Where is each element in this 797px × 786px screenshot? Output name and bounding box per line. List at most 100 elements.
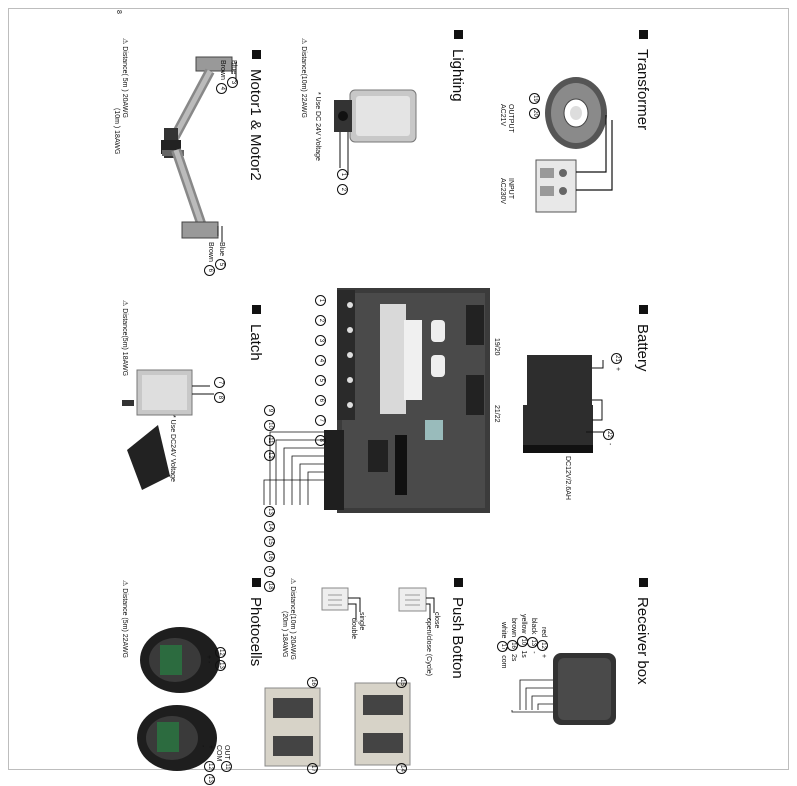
- receiver-wire-yellow: yellow 10 1s: [517, 614, 528, 658]
- board-bottom-terminals: 13 14 15 16 17 18: [264, 505, 275, 593]
- latch-distance: ⚠ Distance(5m) 18AWG: [121, 300, 128, 377]
- board-terminal: 4: [315, 354, 326, 366]
- output-line-1: OUTPUT: [507, 104, 514, 133]
- wire-sign: -: [530, 651, 537, 654]
- board-terminal: 12: [264, 449, 275, 461]
- motors-title-text: Motor1 & Motor2: [247, 69, 264, 181]
- photocells-distance-line-2: (20m ) 18AWG: [281, 611, 288, 658]
- photocell-switch-b-top: 15: [396, 676, 407, 689]
- lighting-terminals: 1 2: [337, 168, 348, 196]
- push-buttons: [321, 587, 435, 620]
- transformer-input-terminal: [535, 115, 613, 213]
- photocells-distance: ⚠ Distance(10m ) 20AWG (20m ) 18AWG: [281, 578, 296, 660]
- terminal-13: 13: [527, 637, 538, 649]
- wire-color: black: [530, 618, 537, 635]
- battery-minus: 22 -: [603, 428, 614, 445]
- terminal-17: 17: [307, 763, 318, 774]
- terminal-12: 12: [537, 640, 548, 652]
- terminal-12: 12: [215, 647, 226, 658]
- terminal-1: 1: [337, 169, 348, 180]
- terminal-6: 6: [204, 264, 215, 276]
- board-top-terminals-row2: 9 10 11 12: [264, 404, 275, 462]
- motor1-wire-color: Brown: [219, 60, 226, 80]
- photocell-switch-a-bottom: 17: [307, 762, 318, 775]
- motor2-wire-color: Brown: [207, 242, 214, 262]
- photocell-tx-label-plus: +: [207, 745, 214, 750]
- push-button-title: Push Botton: [449, 578, 466, 679]
- terminal-15: 15: [396, 677, 407, 688]
- board-battery-label: 21/22: [493, 405, 500, 423]
- terminal-13: 13: [204, 774, 215, 785]
- photocells-title-text: Photocells: [247, 597, 264, 667]
- battery-title-text: Battery: [634, 324, 651, 372]
- motors-distance: ⚠ Distance( 5m ) 20AWG (10m ) 18AWG: [113, 38, 128, 155]
- receiver-device: [511, 653, 616, 725]
- photocell-tx-terminals-2: 1213: [204, 760, 215, 786]
- receiver-wire-white: white 17 com: [497, 622, 508, 668]
- terminal-10: 10: [517, 636, 528, 648]
- board-terminal: 14: [264, 520, 275, 532]
- motor2-wire-color: Blue: [218, 242, 225, 257]
- wire-sign: +: [540, 654, 547, 659]
- photocell-tx-terminals: 11: [221, 760, 232, 773]
- board-terminal: 13: [264, 506, 275, 517]
- board-bottom-wires: [263, 431, 324, 505]
- terminal-17: 17: [497, 641, 508, 653]
- board-terminal: 17: [264, 565, 275, 577]
- terminal-22: 22: [603, 429, 614, 440]
- wire-color: red: [540, 627, 547, 638]
- wire-sign: com: [500, 655, 507, 669]
- corner-mark: 8: [115, 10, 122, 14]
- board-terminal: 10: [264, 419, 275, 431]
- terminal-16: 16: [507, 640, 518, 652]
- board-terminal: 9: [264, 405, 275, 416]
- receiver-title: Receiver box: [634, 578, 651, 685]
- board-terminal: 8: [315, 434, 326, 446]
- battery-spec: DC12V/2.6AH: [564, 456, 571, 500]
- terminal-16: 16: [307, 677, 318, 688]
- terminal-13: 13: [215, 660, 226, 671]
- board-terminal: 11: [264, 434, 275, 446]
- section-bullet-icon: [639, 30, 648, 39]
- terminal-8: 8: [214, 391, 225, 403]
- receiver-wire-red: red 12 +: [537, 627, 548, 658]
- wire-sign: 2s: [510, 653, 517, 662]
- latch-title: Latch: [247, 305, 264, 361]
- board-top-terminals: 1 2 3 4 5 6 7 8: [315, 294, 326, 452]
- board-terminal: 3: [315, 334, 326, 346]
- plus-sign: +: [614, 366, 621, 372]
- section-bullet-icon: [252, 305, 261, 314]
- receiver-wire-black: black 13 -: [527, 618, 538, 654]
- section-bullet-icon: [252, 50, 261, 59]
- photocell-switch-b-bottom: 14: [396, 762, 407, 775]
- lighting-title: Lighting: [449, 30, 466, 102]
- control-board: [324, 288, 490, 513]
- latch-lock: [122, 369, 214, 490]
- push-button-cycle: open/close (Cycle): [425, 618, 432, 676]
- photocell-tx-label-minus: -: [199, 745, 206, 748]
- lighting-note: * Use DC 24V Voltage: [314, 92, 321, 161]
- photocell-rx-terminals: 1213: [215, 646, 226, 672]
- receiver-title-text: Receiver box: [634, 597, 651, 685]
- terminal-2: 2: [337, 183, 348, 195]
- section-bullet-icon: [639, 305, 648, 314]
- photocell-sensors: [137, 627, 411, 771]
- motor2-wires: Blue 5 Brown 6: [204, 242, 226, 277]
- push-button-title-text: Push Botton: [449, 597, 466, 679]
- transformer-title-text: Transformer: [634, 49, 651, 131]
- terminal-3: 3: [227, 76, 238, 88]
- motors-distance-line-2: (10m ) 18AWG: [113, 108, 120, 155]
- board-terminal: 7: [315, 414, 326, 426]
- diagram-frame: [8, 8, 789, 770]
- photocells-distance-2: ⚠ Distance (5m) 22AWG: [121, 580, 128, 658]
- push-button-close: close: [433, 612, 440, 629]
- terminal-19: 19: [529, 93, 540, 104]
- input-line-2: AC230V: [499, 178, 506, 205]
- board-terminal: 2: [315, 314, 326, 326]
- latch-terminals: 7 8: [214, 376, 225, 404]
- battery-plus: 21 +: [611, 352, 622, 371]
- minus-sign: -: [606, 442, 613, 446]
- terminal-14: 14: [396, 763, 407, 774]
